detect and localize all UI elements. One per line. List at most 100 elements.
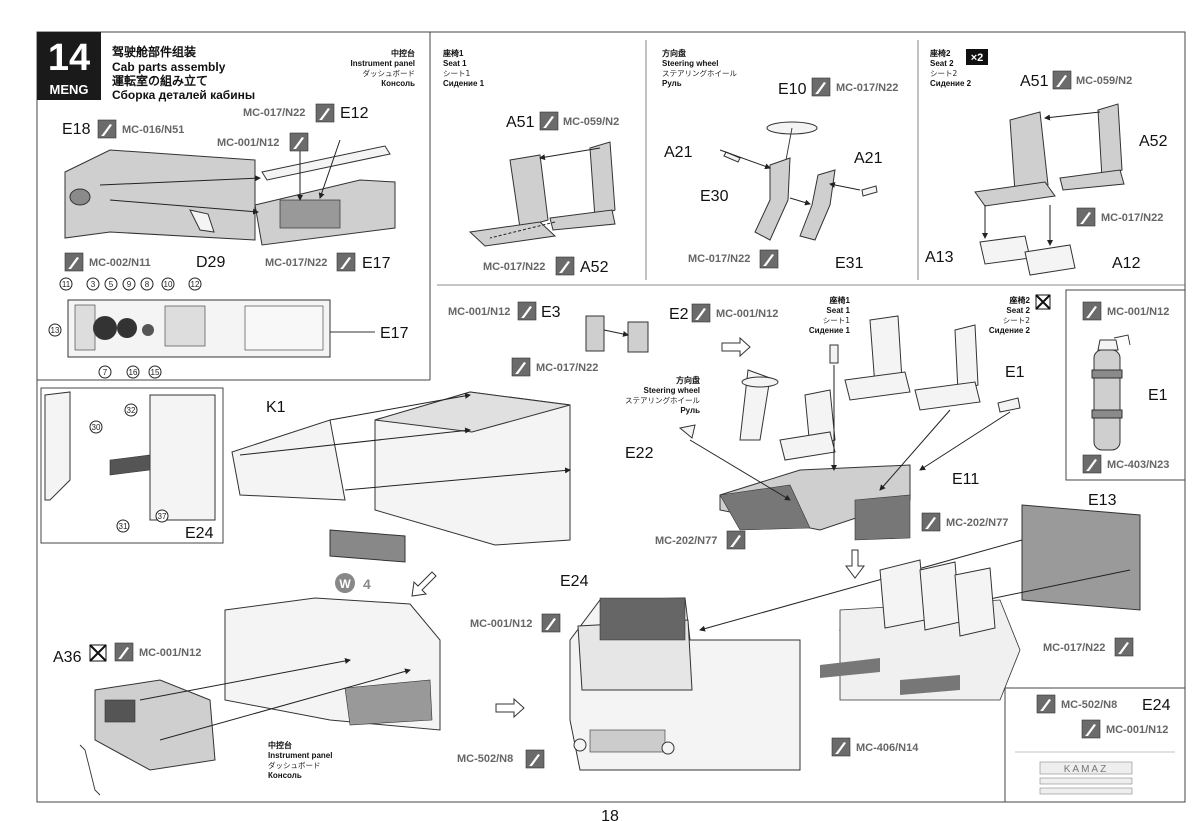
svg-text:7: 7 bbox=[103, 368, 108, 377]
svg-text:MC-001/N12: MC-001/N12 bbox=[1107, 306, 1169, 318]
svg-text:MC-016/N51: MC-016/N51 bbox=[122, 124, 184, 136]
label-d29: D29 bbox=[196, 254, 225, 271]
svg-text:E24: E24 bbox=[1142, 697, 1171, 714]
svg-text:シート2: シート2 bbox=[1003, 316, 1030, 325]
svg-text:ダッシュボード: ダッシュボード bbox=[363, 68, 416, 78]
svg-text:MC-001/N12: MC-001/N12 bbox=[470, 618, 532, 630]
part-d29 bbox=[189, 209, 215, 233]
title-cn: 驾驶舱部件组装 bbox=[111, 44, 196, 59]
label-e22: E22 bbox=[625, 445, 654, 462]
label-mc017-seat2: MC-017/N22 bbox=[1076, 207, 1163, 227]
svg-text:Сидение 2: Сидение 2 bbox=[930, 79, 972, 88]
svg-text:10: 10 bbox=[164, 280, 173, 289]
svg-text:MC-017/N22: MC-017/N22 bbox=[243, 107, 305, 119]
e24-decal-panel bbox=[1004, 687, 1186, 803]
svg-text:E18: E18 bbox=[62, 121, 91, 138]
svg-text:MC-017/N22: MC-017/N22 bbox=[1043, 642, 1105, 654]
svg-text:E12: E12 bbox=[340, 105, 369, 122]
label-e12: MC-017/N22 E12 bbox=[243, 103, 369, 123]
svg-text:30: 30 bbox=[92, 423, 101, 432]
floor-assembly-heading-seat1: 座椅1 Seat 1 シート1 Сидение 1 bbox=[809, 295, 851, 335]
svg-text:中控台: 中控台 bbox=[391, 48, 415, 58]
label-mc502-final: MC-502/N8 bbox=[457, 749, 545, 769]
svg-text:MC-001/N12: MC-001/N12 bbox=[448, 306, 510, 318]
part-e3-e2 bbox=[585, 315, 649, 353]
label-e1-extinguisher: E1 bbox=[1148, 387, 1168, 404]
seat2-heading: 座椅2 ×2 Seat 2 シート2 Сидение 2 bbox=[929, 48, 988, 88]
svg-text:31: 31 bbox=[119, 522, 128, 531]
svg-text:中控台: 中控台 bbox=[268, 740, 292, 750]
seat1-heading: 座椅1 Seat 1 シート1 Сидение 1 bbox=[442, 48, 485, 88]
svg-text:座椅2: 座椅2 bbox=[929, 48, 951, 58]
brand-logo: MENG bbox=[50, 82, 89, 97]
steering-heading: 方向盘 Steering wheel ステアリングホイール Руль bbox=[662, 48, 737, 88]
svg-text:Seat 2: Seat 2 bbox=[930, 59, 954, 68]
label-e10: E10 bbox=[778, 81, 807, 98]
down-arrow-left bbox=[411, 571, 437, 597]
bottom-instrument-heading: 中控台 Instrument panel ダッシュボード Консоль bbox=[268, 740, 332, 780]
label-mc001-a: MC-001/N12 bbox=[217, 132, 309, 152]
svg-text:MC-059/N2: MC-059/N2 bbox=[563, 116, 619, 128]
svg-text:MC-502/N8: MC-502/N8 bbox=[457, 753, 513, 765]
label-e31: MC-017/N22 E31 bbox=[688, 249, 864, 272]
svg-text:シート1: シート1 bbox=[443, 69, 470, 78]
label-e30: E30 bbox=[700, 188, 729, 205]
title-ru: Сборка деталей кабины bbox=[112, 88, 255, 102]
label-e11: E11 bbox=[952, 471, 979, 488]
svg-text:12: 12 bbox=[191, 280, 200, 289]
label-mc202-left: MC-202/N77 bbox=[655, 530, 746, 550]
svg-text:MC-017/N22: MC-017/N22 bbox=[836, 82, 898, 94]
svg-text:MC-202/N77: MC-202/N77 bbox=[946, 517, 1008, 529]
label-mc002: MC-002/N11 bbox=[64, 252, 151, 272]
final-cab-drawing bbox=[569, 559, 1021, 771]
label-a51-seat1: A51 MC-059/N2 bbox=[506, 111, 619, 131]
step-number: 14 bbox=[48, 37, 90, 79]
svg-text:Сидение 1: Сидение 1 bbox=[443, 79, 485, 88]
e24-detail-panel bbox=[40, 387, 224, 544]
extinguisher-drawing bbox=[1091, 334, 1131, 451]
svg-text:MC-017/N22: MC-017/N22 bbox=[688, 253, 750, 265]
label-a21-left: A21 bbox=[664, 144, 693, 161]
part-k1 bbox=[231, 419, 346, 501]
label-e17-top: MC-017/N22 E17 bbox=[265, 252, 391, 272]
svg-text:3: 3 bbox=[91, 280, 96, 289]
svg-text:MC-001/N12: MC-001/N12 bbox=[716, 308, 778, 320]
cab-shell-drawing bbox=[231, 391, 571, 593]
svg-text:Seat 1: Seat 1 bbox=[826, 306, 850, 315]
svg-text:37: 37 bbox=[158, 512, 167, 521]
e24-detail-drawing: 30 32 31 37 bbox=[44, 391, 216, 533]
label-e3: MC-001/N12 E3 bbox=[448, 301, 561, 321]
svg-text:E3: E3 bbox=[541, 304, 561, 321]
page-number: 18 bbox=[601, 808, 619, 821]
svg-text:32: 32 bbox=[127, 406, 136, 415]
callouts-dash: 11 3 5 9 8 10 12 13 7 16 15 bbox=[48, 277, 202, 379]
title-jp: 運転室の組み立て bbox=[112, 73, 208, 88]
svg-text:A36: A36 bbox=[53, 649, 82, 666]
svg-text:E31: E31 bbox=[835, 255, 864, 272]
label-e24-detail: E24 bbox=[185, 525, 214, 542]
svg-text:Seat 2: Seat 2 bbox=[1006, 306, 1030, 315]
label-e17-decal: E17 bbox=[380, 325, 409, 342]
svg-text:Instrument panel: Instrument panel bbox=[351, 59, 415, 68]
svg-text:MC-502/N8: MC-502/N8 bbox=[1061, 699, 1117, 711]
decal-kamaz: KAMAZ bbox=[1064, 764, 1108, 775]
label-e2: E2 MC-001/N12 bbox=[669, 303, 778, 323]
label-k1: K1 bbox=[266, 399, 286, 416]
svg-text:MC-403/N23: MC-403/N23 bbox=[1107, 459, 1169, 471]
cab-interior-drawing bbox=[79, 597, 441, 796]
svg-text:座椅2: 座椅2 bbox=[1009, 295, 1031, 305]
floor-assembly-steering-heading: 方向盘 Steering wheel ステアリングホイール Руль bbox=[625, 375, 700, 415]
svg-text:MC-017/N22: MC-017/N22 bbox=[1101, 212, 1163, 224]
svg-text:MC-017/N22: MC-017/N22 bbox=[483, 261, 545, 273]
label-a36: A36 MC-001/N12 bbox=[53, 642, 201, 666]
svg-text:15: 15 bbox=[151, 368, 160, 377]
svg-text:Seat 1: Seat 1 bbox=[443, 59, 467, 68]
seat1-drawing bbox=[468, 141, 616, 247]
step-header: 14 MENG 驾驶舱部件组装 Cab parts assembly 運転室の組… bbox=[37, 32, 255, 102]
label-mc403: MC-403/N23 bbox=[1082, 454, 1169, 474]
svg-text:E2: E2 bbox=[669, 306, 689, 323]
svg-text:MC-002/N11: MC-002/N11 bbox=[89, 257, 151, 269]
label-a13: A13 bbox=[925, 249, 954, 266]
svg-text:MC-001/N12: MC-001/N12 bbox=[217, 137, 279, 149]
